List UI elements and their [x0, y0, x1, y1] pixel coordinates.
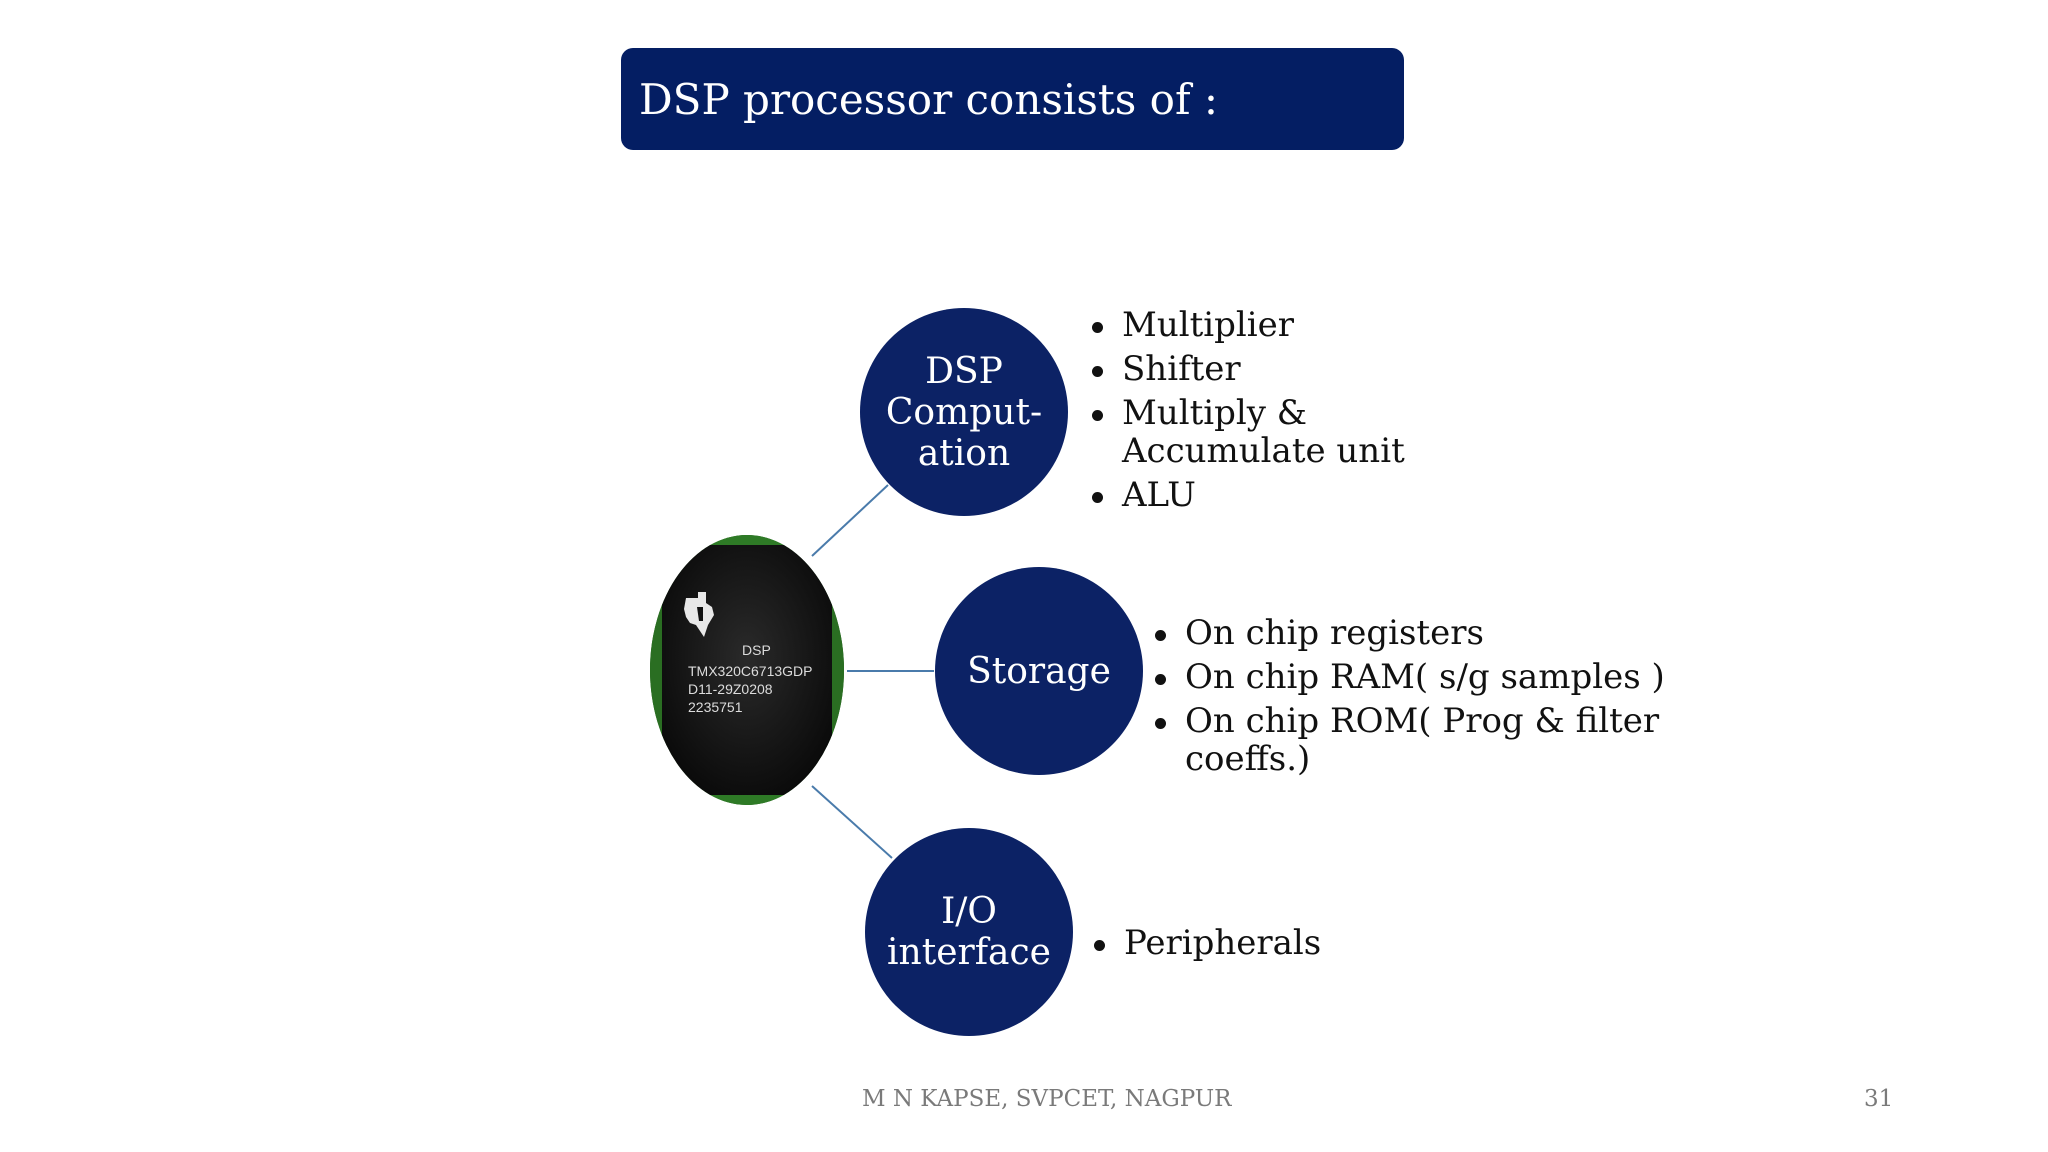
- bullet-item: ALU: [1092, 476, 1422, 514]
- io-interface-bullets: Peripherals: [1094, 924, 1394, 968]
- dsp-chip-image: DSP TMX320C6713GDP D11-29Z0208 2235751: [650, 535, 844, 805]
- slide-title: DSP processor consists of :: [639, 74, 1219, 124]
- dsp-computation-bullets: Multiplier Shifter Multiply & Accumulate…: [1092, 306, 1422, 520]
- chip-label-line-1: DSP: [742, 642, 771, 658]
- node-label-line: ation: [917, 432, 1011, 474]
- texas-instruments-logo-icon: [684, 592, 714, 637]
- node-label-line: interface: [887, 932, 1051, 973]
- io-interface-node: I/O interface: [865, 828, 1073, 1036]
- chip-label-line-3: D11-29Z0208: [688, 681, 773, 697]
- node-label-line: DSP: [925, 350, 1003, 392]
- storage-node: Storage: [935, 567, 1143, 775]
- node-label-line: Storage: [967, 650, 1111, 692]
- chip-label-line-4: 2235751: [688, 699, 743, 715]
- connector-line-computation: [811, 484, 889, 557]
- bullet-item: On chip registers: [1155, 614, 1755, 652]
- dsp-computation-node: DSP Comput- ation: [860, 308, 1068, 516]
- bullet-item: On chip RAM( s/g samples ): [1155, 658, 1755, 696]
- footer-author: M N KAPSE, SVPCET, NAGPUR: [862, 1086, 1232, 1112]
- title-banner: DSP processor consists of :: [621, 48, 1404, 150]
- bullet-item: Peripherals: [1094, 924, 1394, 962]
- page-number: 31: [1864, 1086, 1894, 1112]
- bullet-item: Multiply & Accumulate unit: [1092, 394, 1422, 470]
- node-label-line: Comput-: [885, 391, 1043, 433]
- bullet-item: Shifter: [1092, 350, 1422, 388]
- bullet-item: On chip ROM( Prog & filter coeffs.): [1155, 702, 1755, 778]
- bullet-item: Multiplier: [1092, 306, 1422, 344]
- connector-line-io: [811, 785, 893, 859]
- storage-bullets: On chip registers On chip RAM( s/g sampl…: [1155, 614, 1755, 784]
- chip-label-line-2: TMX320C6713GDP: [688, 663, 813, 679]
- node-label-line: I/O: [941, 891, 997, 932]
